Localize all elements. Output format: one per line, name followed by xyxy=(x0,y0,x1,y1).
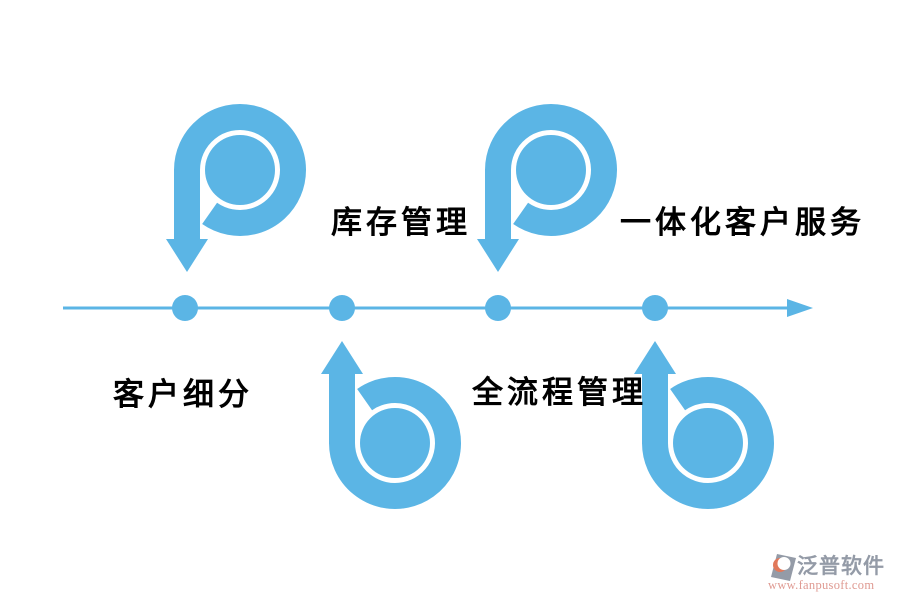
fanpu-logo-icon xyxy=(771,554,796,581)
timeline-dot xyxy=(485,295,511,321)
spiral-arrow-up-icon xyxy=(634,341,761,496)
timeline-label-customer-segmentation: 客户细分 xyxy=(113,377,253,412)
spiral-arrow-down-icon xyxy=(477,117,604,272)
timeline-dot xyxy=(172,295,198,321)
timeline-dot xyxy=(329,295,355,321)
timeline-label-integrated-service: 一体化客户服务 xyxy=(620,205,865,240)
timeline-label-inventory: 库存管理 xyxy=(331,205,471,240)
spiral-arrow-down-icon xyxy=(166,117,293,272)
timeline-label-whole-process: 全流程管理 xyxy=(472,375,647,410)
timeline-arrow-head-icon xyxy=(787,299,813,317)
spiral-arrow-up-icon xyxy=(321,341,448,496)
timeline-dot xyxy=(642,295,668,321)
watermark-url: www.fanpusoft.com xyxy=(768,578,875,592)
watermark-brand-name: 泛普软件 xyxy=(797,555,885,578)
